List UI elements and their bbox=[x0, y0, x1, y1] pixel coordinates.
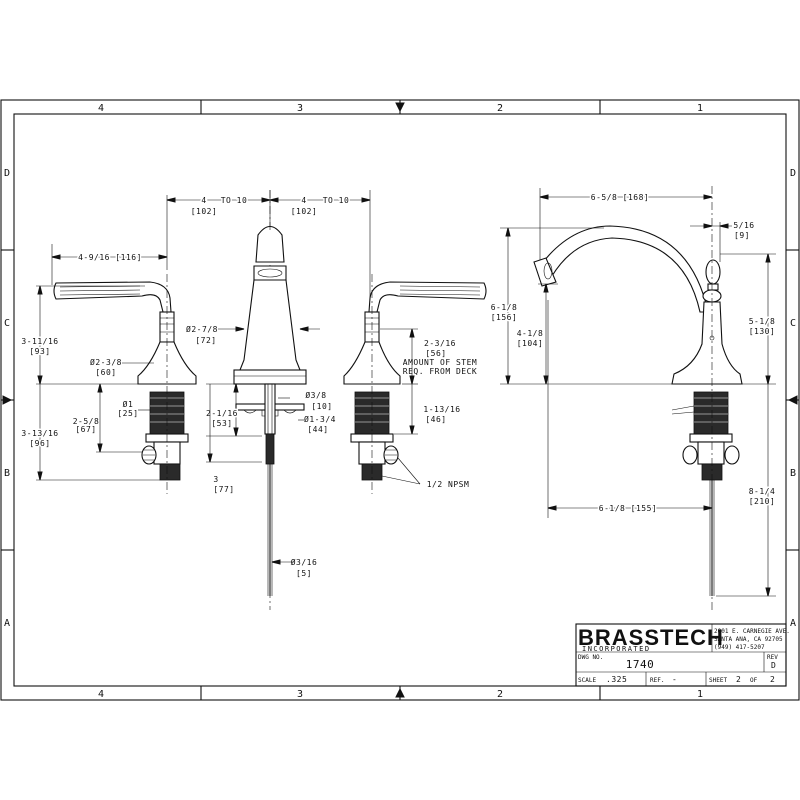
zone-col-label: 2 bbox=[497, 689, 503, 700]
outer-border bbox=[0, 99, 800, 701]
center-spout-view: 4 [102] TO 10 4 [102] TO 10 Ø2-7/8 [72] … bbox=[166, 190, 371, 610]
dim-label: Ø1 bbox=[123, 399, 134, 409]
dim-label: 6-1/8 bbox=[491, 303, 518, 312]
dim-label: [9] bbox=[734, 231, 750, 240]
rev-label: REV bbox=[767, 654, 778, 661]
company-address: SANTA ANA, CA 92705 bbox=[714, 636, 783, 643]
zone-row-label: B bbox=[4, 468, 10, 479]
zone-row-label: C bbox=[790, 318, 796, 329]
dim-label: REQ. FROM DECK bbox=[403, 367, 477, 376]
zone-col-label: 4 bbox=[98, 689, 104, 700]
zone-row-label: A bbox=[790, 618, 796, 629]
dim-label: Ø3/16 bbox=[291, 557, 318, 567]
dim-label: AMOUNT OF STEM bbox=[403, 358, 477, 367]
dim-label: [104] bbox=[517, 339, 544, 348]
zone-row-label: B bbox=[790, 468, 796, 479]
dim-label: Ø2-7/8 bbox=[186, 324, 218, 334]
dim-label: [53] bbox=[211, 419, 232, 428]
dim-label: [5] bbox=[296, 569, 312, 578]
dim-label: 1-13/16 bbox=[423, 405, 460, 414]
center-mark-left bbox=[2, 395, 13, 405]
dim-label: 3-13/16 bbox=[21, 429, 58, 438]
dim-label: 2-3/16 bbox=[424, 339, 456, 348]
scale-label: SCALE bbox=[578, 677, 596, 684]
dim-label: [93] bbox=[29, 347, 50, 356]
dim-label: 5/16 bbox=[733, 221, 754, 230]
dim-label: [210] bbox=[749, 497, 776, 506]
dim-label: [56] bbox=[425, 349, 446, 358]
center-mark-top bbox=[395, 102, 405, 113]
dim-label: Ø2-3/8 bbox=[90, 357, 122, 367]
zone-col-label: 3 bbox=[297, 103, 303, 114]
dim-label: 3-11/16 bbox=[21, 337, 58, 346]
company-logo: BRASSTECH bbox=[578, 625, 724, 650]
sheet-value: 2 bbox=[736, 675, 741, 684]
dim-label: 3 bbox=[213, 475, 218, 484]
zone-row-label: D bbox=[790, 168, 796, 179]
dim-label: 4-1/8 bbox=[517, 329, 544, 338]
zone-col-label: 3 bbox=[297, 689, 303, 700]
dim-label: [72] bbox=[195, 336, 216, 345]
zone-col-label: 4 bbox=[98, 103, 104, 114]
left-handle-view: 4-9/16 [116] 3-11/16 [93] 3-13/16 [96] 2… bbox=[20, 195, 197, 494]
zone-row-label: A bbox=[4, 618, 10, 629]
dim-label: 4-9/16 [116] bbox=[78, 253, 142, 262]
dim-label: TO 10 bbox=[323, 196, 350, 205]
dim-label: [102] bbox=[291, 207, 318, 216]
dim-label: Ø3/8 bbox=[305, 390, 326, 400]
company-subtitle: INCORPORATED bbox=[582, 645, 651, 653]
right-handle-view: 2-3/16 [56] AMOUNT OF STEM REQ. FROM DEC… bbox=[343, 274, 487, 494]
zone-col-label: 1 bbox=[697, 689, 703, 700]
side-spout-view: 6-5/8 [168] 5/16 [9] 6-1/8 [156] 4-1/8 [… bbox=[489, 186, 776, 610]
dim-label: [46] bbox=[425, 415, 446, 424]
dim-label: [130] bbox=[749, 327, 776, 336]
ref-value: - bbox=[672, 675, 677, 684]
center-mark-bottom bbox=[395, 687, 405, 698]
dim-label: [10] bbox=[311, 402, 332, 411]
dim-label: 4 bbox=[301, 196, 306, 205]
dwg-number: 1740 bbox=[626, 658, 655, 671]
rev-value: D bbox=[771, 661, 776, 670]
zone-row-label: C bbox=[4, 318, 10, 329]
zone-row-label: D bbox=[4, 168, 10, 179]
title-block: BRASSTECH INCORPORATED 2001 E. CARNEGIE … bbox=[575, 623, 790, 687]
dim-label: 6-1/8 [155] bbox=[599, 504, 657, 513]
center-mark-right bbox=[787, 395, 798, 405]
dim-label: [156] bbox=[491, 313, 518, 322]
dim-label: 1/2 NPSM bbox=[427, 480, 470, 489]
dim-label: 6-5/8 [168] bbox=[591, 193, 649, 202]
company-phone: (949) 417-5207 bbox=[714, 644, 765, 651]
dim-label: 4 bbox=[201, 196, 206, 205]
zone-col-label: 1 bbox=[697, 103, 703, 114]
dim-label: [102] bbox=[191, 207, 218, 216]
zone-ticks bbox=[1, 100, 799, 700]
scale-value: .325 bbox=[606, 675, 627, 684]
sheet-label: SHEET bbox=[709, 677, 727, 684]
company-address: 2001 E. CARNEGIE AVE. bbox=[714, 628, 790, 635]
dim-label: [96] bbox=[29, 439, 50, 448]
of-label: OF bbox=[750, 677, 758, 684]
ref-label: REF. bbox=[650, 677, 664, 684]
dim-label: [25] bbox=[117, 409, 138, 418]
dim-label: [77] bbox=[213, 485, 234, 494]
dwg-label: DWG NO. bbox=[578, 654, 603, 661]
dim-label: [67] bbox=[75, 425, 96, 434]
dim-label: 8-1/4 bbox=[749, 487, 776, 496]
dim-label: [44] bbox=[307, 425, 328, 434]
dim-label: 5-1/8 bbox=[749, 317, 776, 326]
zone-col-label: 2 bbox=[497, 103, 503, 114]
dim-label: 2-5/8 bbox=[73, 417, 100, 426]
dim-label: [60] bbox=[95, 368, 116, 377]
dim-label: Ø1-3/4 bbox=[304, 414, 336, 424]
dim-label: 2-1/16 bbox=[206, 409, 238, 418]
of-value: 2 bbox=[770, 675, 775, 684]
dim-label: TO 10 bbox=[221, 196, 248, 205]
